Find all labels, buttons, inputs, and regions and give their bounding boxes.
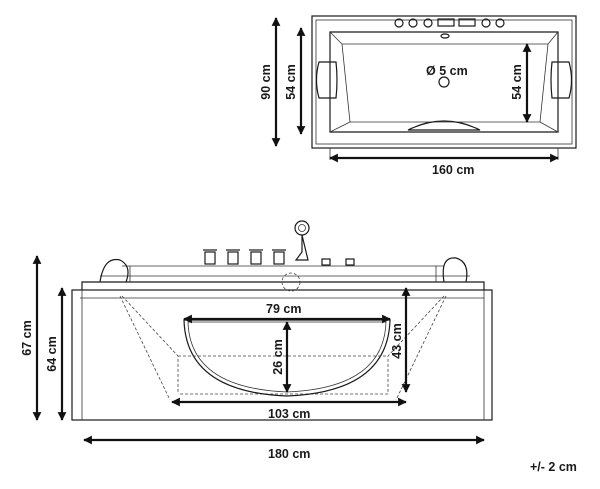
window-79-label: 79 cm xyxy=(266,302,301,316)
top-view-inner-rim xyxy=(315,19,573,145)
front-view-faucets xyxy=(203,249,355,266)
front-view-body xyxy=(71,289,493,421)
window-103-label: 103 cm xyxy=(268,407,310,421)
drain-label: Ø 5 cm xyxy=(426,64,468,78)
front-view: 79 cm 26 cm 103 cm 43 cm 67 cm 64 cm 180… xyxy=(20,220,493,461)
left-headrest-side xyxy=(99,258,129,283)
armrest xyxy=(407,120,481,131)
overflow-dashed-circle xyxy=(281,272,301,292)
width-160-label: 160 cm xyxy=(432,163,474,177)
depth-54-right-label: 54 cm xyxy=(510,64,524,99)
depth-54-left-label: 54 cm xyxy=(284,64,298,99)
height-67-label: 67 cm xyxy=(20,320,34,355)
shower-head-icon xyxy=(294,220,310,261)
tolerance-label: +/- 2 cm xyxy=(530,460,577,474)
window-26-label: 26 cm xyxy=(271,339,285,374)
top-view: 160 cm 90 cm 54 cm 54 cm Ø 5 cm xyxy=(259,15,577,177)
top-view-outer-rim xyxy=(311,15,577,149)
drain-icon xyxy=(438,76,450,88)
right-headrest xyxy=(550,61,573,99)
height-64-label: 64 cm xyxy=(45,336,59,371)
right-headrest-side xyxy=(442,257,468,283)
front-window xyxy=(183,319,391,397)
top-view-controls xyxy=(394,18,505,39)
left-headrest xyxy=(315,61,338,99)
inner-43-label: 43 cm xyxy=(390,323,404,358)
front-view-rim xyxy=(81,281,485,290)
length-180-label: 180 cm xyxy=(268,447,310,461)
depth-90-label: 90 cm xyxy=(259,64,273,99)
